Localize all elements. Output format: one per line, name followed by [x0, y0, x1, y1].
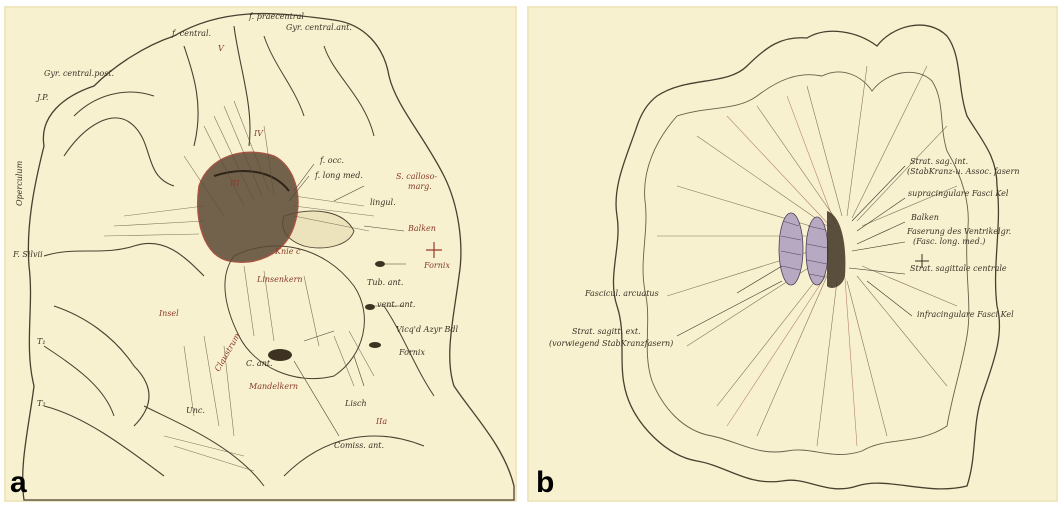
label-faserung: Faserung des Ventrikelgr.: [906, 227, 1011, 236]
panel-a-brain-section: f. praecentral Gyr. central.ant. f. cent…: [4, 6, 517, 502]
label-marg: marg.: [408, 182, 432, 191]
label-comiss-ant: Comiss. ant.: [334, 441, 384, 450]
label-fornix: Fornix: [423, 261, 450, 270]
label-stabkranz: (StabKranz-u. Assoc. fasern: [907, 167, 1020, 176]
label-infracingulare: infracingulare Fasci Kel: [917, 310, 1014, 319]
label-lingul: lingul.: [370, 198, 396, 207]
label-iv: IV: [253, 129, 264, 138]
panel-a-illustration: f. praecentral Gyr. central.ant. f. cent…: [4, 6, 517, 502]
label-balken: Balken: [407, 224, 436, 233]
panel-b-brain-section: Strat. sag. int. (StabKranz-u. Assoc. fa…: [527, 6, 1058, 502]
central-bundle-left: [779, 213, 803, 285]
label-c-ant: C. ant.: [246, 359, 273, 368]
label-supracingulare: supracingulare Fasci Kel: [908, 189, 1009, 198]
label-balken-b: Balken: [910, 213, 939, 222]
strat-sagittale-band: [827, 211, 845, 288]
label-lisch: Lisch: [344, 399, 367, 408]
label-f-long-med: f. long med.: [314, 171, 363, 180]
label-vorwiegend: (vorwiegend StabKranzfasern): [549, 339, 673, 348]
label-f-silvii: F. Silvii: [12, 250, 43, 259]
label-v: V: [218, 44, 225, 53]
panel-b-illustration: Strat. sag. int. (StabKranz-u. Assoc. fa…: [527, 6, 1058, 502]
label-vicq-azyr: Vicq'd Azyr Bdl: [396, 325, 459, 334]
label-tub-ant: Tub. ant.: [367, 278, 403, 287]
label-insel: Insel: [158, 309, 179, 318]
label-jp: J.P.: [35, 93, 48, 102]
label-gyr-central-ant: Gyr. central.ant.: [286, 23, 352, 32]
label-gyr-central-post: Gyr. central.post.: [44, 69, 114, 78]
panel-letter-b: b: [536, 468, 554, 498]
label-claustrum: Claustrum: [213, 331, 242, 373]
label-strat-sag-centrale: Strat. sagittale centrale: [910, 264, 1007, 273]
red-cross-marker: [426, 242, 442, 258]
panel-letter-a: a: [10, 468, 27, 498]
label-f-praecentral: f. praecentral: [248, 12, 304, 21]
label-strat-sagitt-ext: Strat. sagitt. ext.: [572, 327, 641, 336]
label-fornix-lower: Fornix: [398, 348, 425, 357]
label-t1: T₁: [37, 337, 46, 346]
label-linsenkern: Linsenkern: [256, 275, 303, 284]
label-f-central: f. central.: [171, 29, 211, 38]
label-iii: III: [229, 179, 240, 188]
label-knie: Knie c: [274, 247, 301, 256]
label-strat-sag-int: Strat. sag. int.: [910, 157, 968, 166]
label-f-occ: f. occ.: [319, 156, 344, 165]
label-vent-ant: vent. ant.: [377, 300, 415, 309]
label-s-calloso: S. calloso-: [396, 172, 437, 181]
central-bundle-right: [806, 217, 828, 285]
label-unc: Unc.: [186, 406, 205, 415]
label-iia: IIa: [375, 417, 387, 426]
label-mandelkern: Mandelkern: [248, 382, 298, 391]
label-operculum: Operculum: [15, 160, 24, 206]
label-t2: T₂: [37, 399, 46, 408]
label-fasc-long-med: (Fasc. long. med.): [913, 237, 985, 246]
label-fasciculus-arcuatus: Fascicul. arcuatus: [584, 289, 659, 298]
red-outlined-fiber-bundle: [198, 152, 298, 262]
